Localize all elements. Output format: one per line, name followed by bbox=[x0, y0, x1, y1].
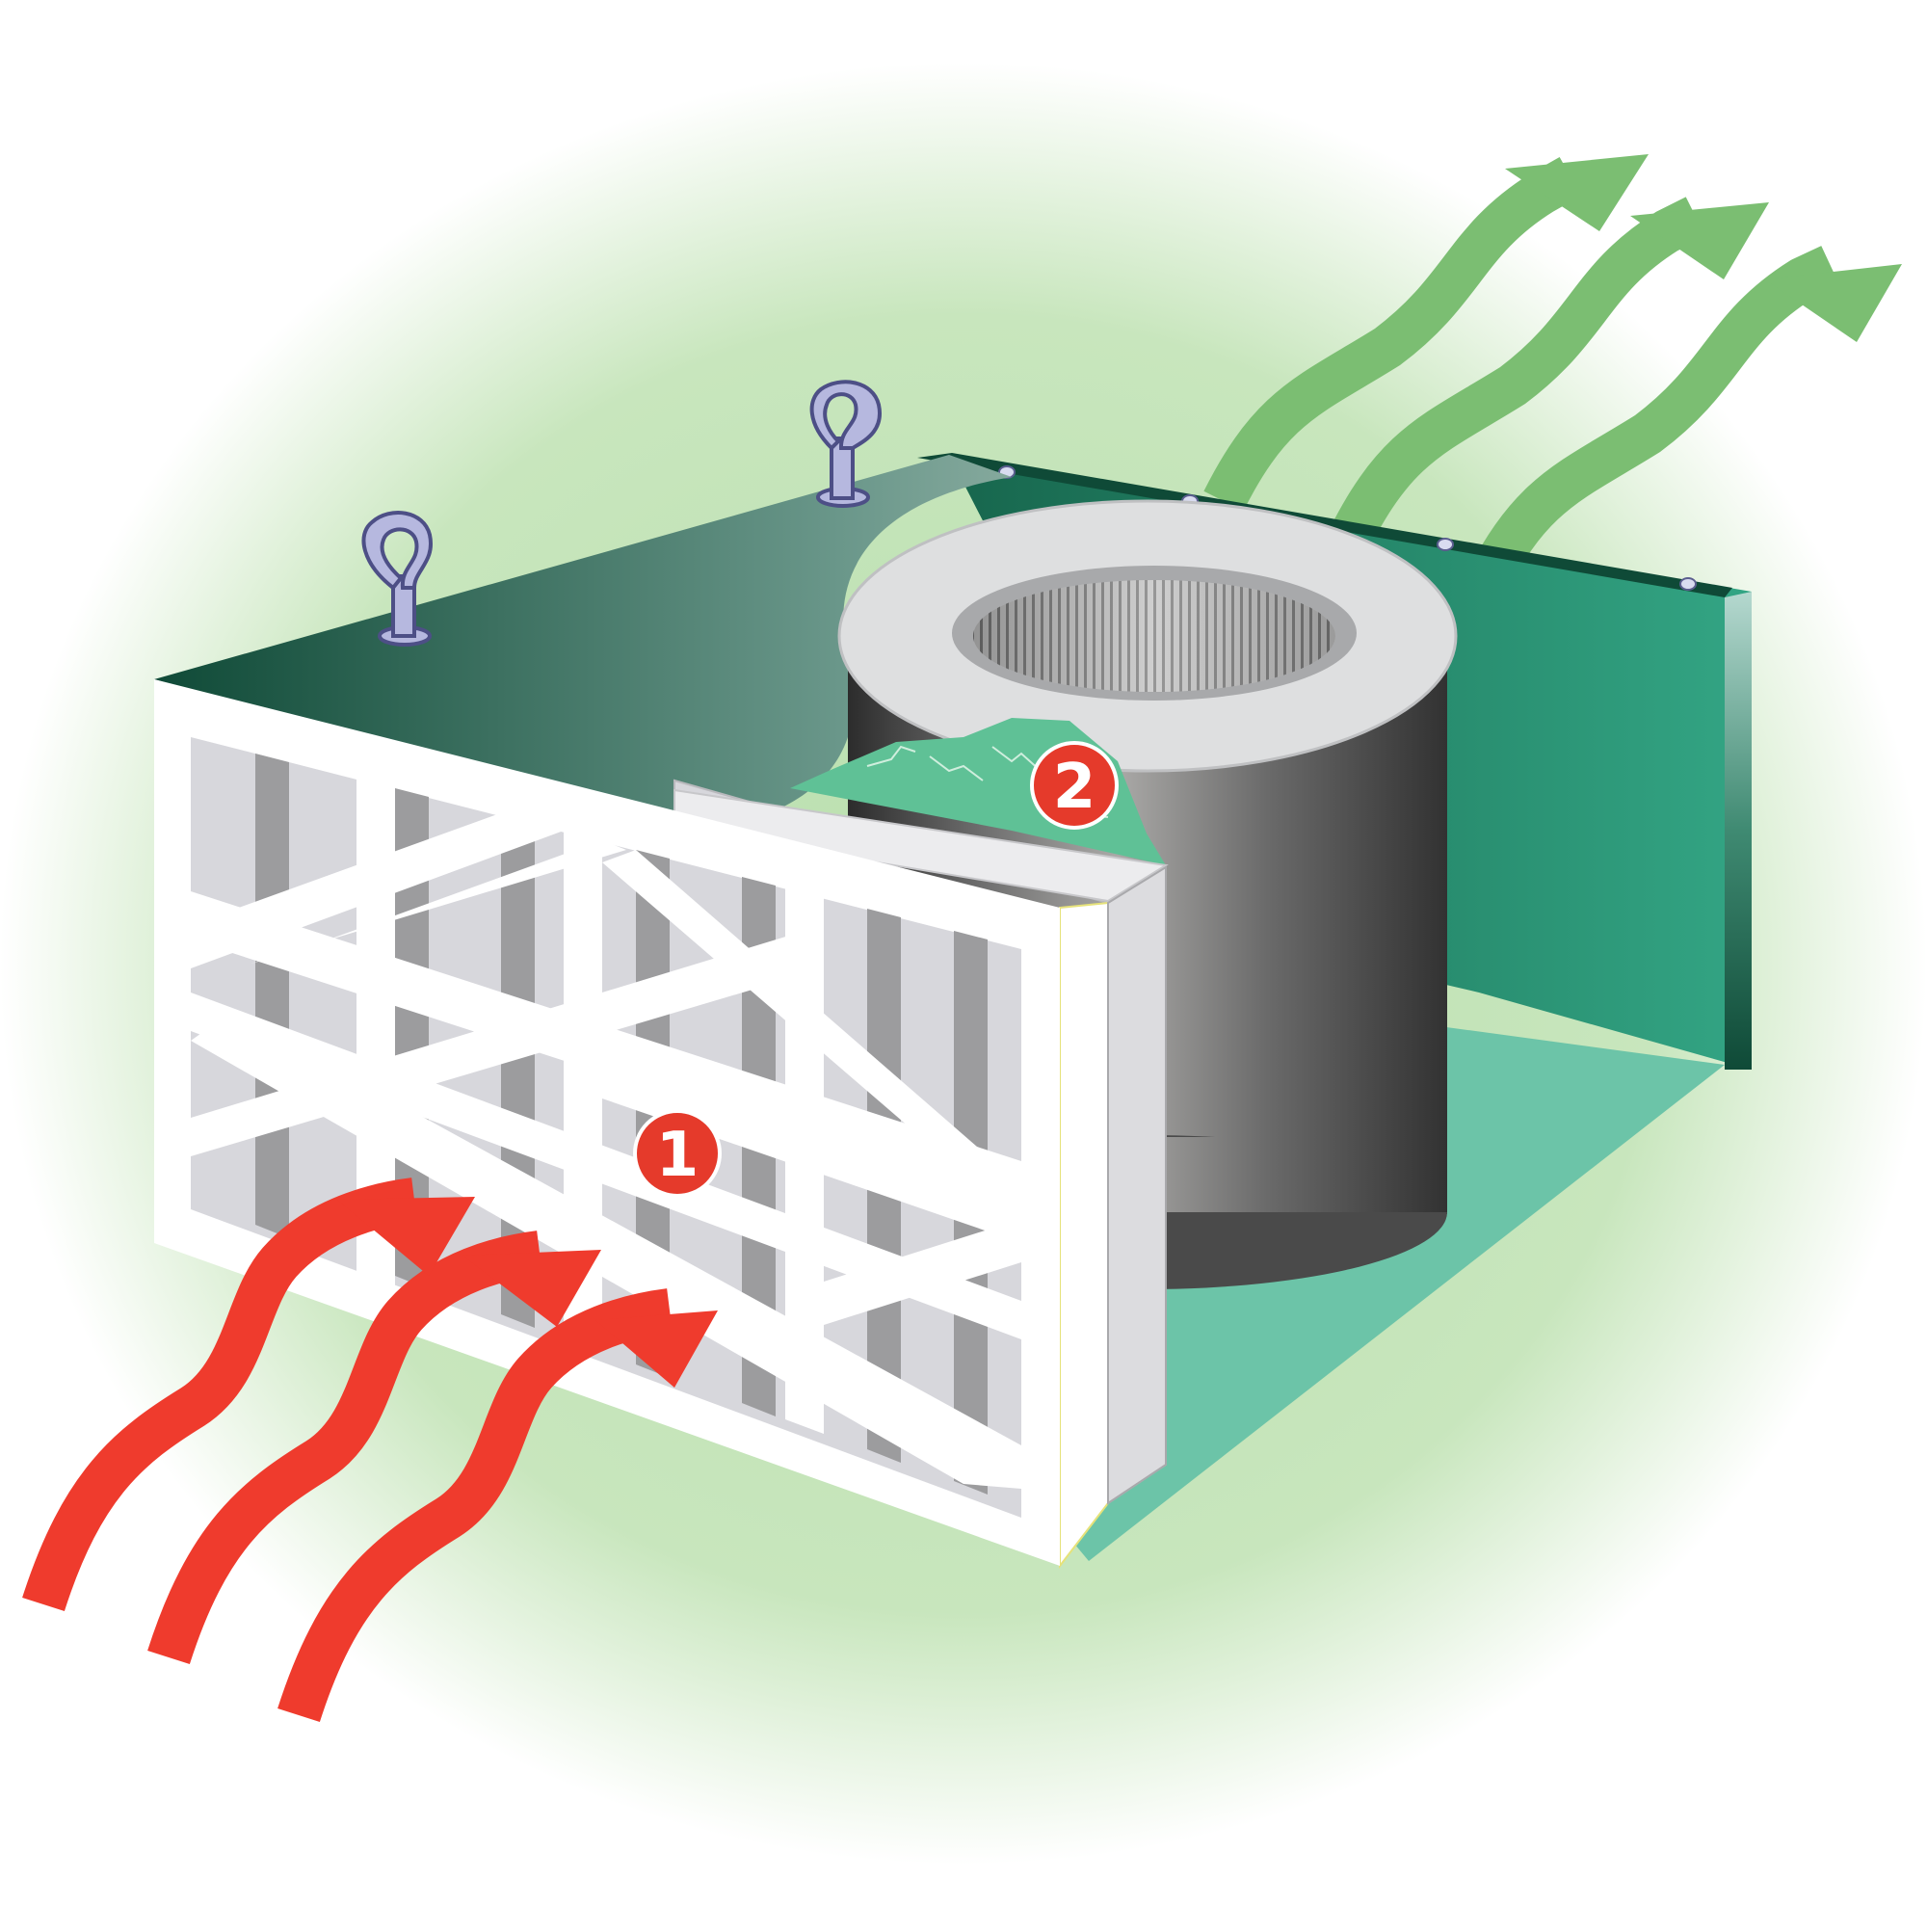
outflow-arrow bbox=[1464, 246, 1840, 598]
rivet bbox=[1437, 538, 1454, 551]
rivet bbox=[1679, 577, 1697, 591]
inflow-arrow bbox=[22, 1178, 418, 1612]
inflow-arrowhead bbox=[595, 1310, 718, 1388]
inflow-arrow bbox=[147, 1231, 543, 1665]
inflow-arrowhead bbox=[337, 1197, 475, 1276]
filter-depth-strip bbox=[1059, 901, 1109, 1569]
marker-1-label: 1 bbox=[656, 1120, 700, 1191]
inflow-arrowhead bbox=[462, 1250, 601, 1327]
prefilter-support-grid bbox=[191, 779, 1021, 1489]
outflow-arrow bbox=[1203, 156, 1582, 512]
inflow-arrow bbox=[277, 1288, 673, 1723]
outflow-arrowhead bbox=[1630, 202, 1769, 279]
pleated-prefilter bbox=[154, 679, 1060, 1566]
outflow-arrows bbox=[1203, 156, 1840, 598]
marker-2-badge bbox=[1030, 741, 1119, 830]
outflow-arrowheads bbox=[1505, 154, 1902, 342]
marker-1-badge bbox=[633, 1109, 722, 1198]
blower-intake-shade bbox=[973, 580, 1335, 692]
marker-2: 2 bbox=[1030, 741, 1119, 830]
inflow-arrowheads bbox=[337, 1197, 718, 1388]
hook-icon bbox=[809, 380, 883, 508]
filter-gasket-strip bbox=[1107, 865, 1167, 1505]
inflow-arrows bbox=[22, 1178, 673, 1723]
outflow-arrowhead bbox=[1765, 264, 1902, 342]
lifting-hooks bbox=[361, 380, 883, 647]
hook-icon bbox=[361, 511, 434, 647]
outflow-arrowhead bbox=[1505, 154, 1649, 231]
outflow-arrow bbox=[1329, 197, 1706, 550]
marker-2-label: 2 bbox=[1053, 752, 1096, 823]
marker-1: 1 bbox=[633, 1109, 722, 1198]
housing-corner-edge bbox=[1725, 592, 1752, 1070]
